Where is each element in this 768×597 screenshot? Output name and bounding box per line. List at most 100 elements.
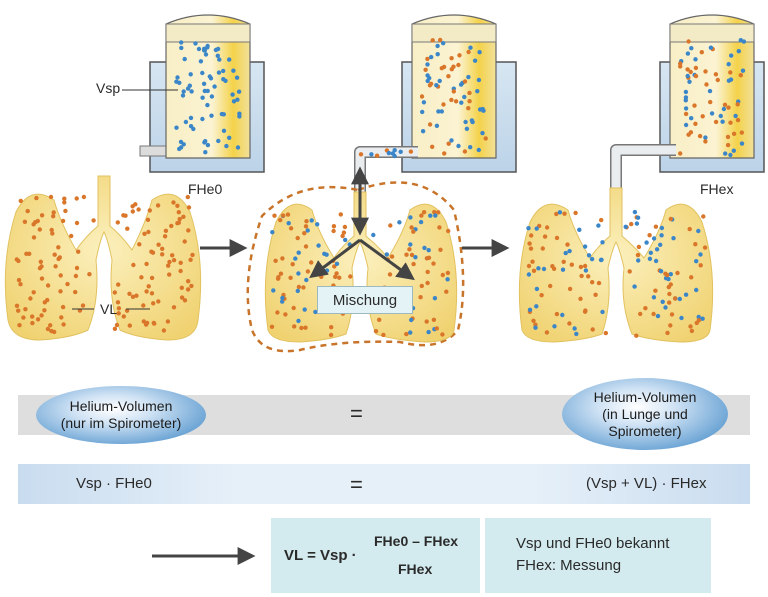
particle-dot — [636, 258, 641, 263]
ellipse-right-text: Helium-Volumen (in Lunge und Spirometer) — [593, 388, 697, 439]
particle-dot — [136, 207, 141, 212]
particle-dot — [147, 208, 152, 213]
particle-dot — [303, 224, 309, 229]
particle-dot — [160, 246, 165, 251]
particle-dot — [188, 72, 193, 77]
formula-numerator: FHe0 – FHex — [374, 533, 459, 549]
particle-dot — [725, 134, 731, 140]
particle-dot — [202, 88, 207, 94]
double-arrow-icon — [309, 166, 415, 281]
particle-dot — [425, 280, 430, 286]
particle-dot — [449, 56, 454, 61]
particle-dot — [337, 275, 342, 280]
particle-dot — [541, 266, 547, 272]
particle-dot — [651, 311, 656, 317]
particle-dot — [65, 281, 70, 287]
particle-dot — [686, 132, 691, 137]
particle-dot — [189, 283, 194, 289]
particle-dot — [647, 256, 653, 261]
particle-dot — [467, 99, 472, 104]
particle-dot — [185, 287, 191, 292]
particle-dot — [590, 327, 595, 332]
particle-dot — [686, 39, 691, 44]
particle-dot — [449, 97, 454, 103]
particle-dot — [578, 296, 583, 301]
particle-dot — [42, 300, 47, 305]
particle-dot — [50, 231, 55, 236]
particle-dot — [432, 296, 438, 301]
particle-dot — [217, 57, 222, 62]
particle-dot — [295, 235, 300, 241]
particle-dot — [463, 119, 468, 125]
particle-dot — [188, 257, 193, 262]
particle-dot — [296, 271, 301, 276]
particle-dot — [583, 308, 588, 313]
particle-dot — [534, 286, 540, 292]
particle-dot — [449, 67, 454, 72]
particle-dot — [319, 274, 324, 279]
particle-dot — [60, 304, 66, 310]
particle-dot — [62, 200, 67, 205]
particle-dot — [115, 300, 121, 305]
particle-dot — [586, 253, 592, 258]
particle-dot — [462, 149, 468, 154]
particle-dot — [629, 221, 634, 227]
particle-dot — [52, 252, 57, 257]
particle-dot — [420, 94, 425, 99]
particle-dot — [331, 224, 337, 229]
particle-dot — [63, 208, 68, 214]
particle-dot — [422, 245, 427, 251]
particle-dot — [738, 73, 743, 78]
lung-icon — [246, 181, 465, 353]
particle-dot — [235, 145, 241, 150]
particle-dot — [343, 237, 348, 243]
particle-dot — [694, 287, 699, 293]
particle-dot — [146, 229, 151, 235]
particle-dot — [599, 217, 604, 223]
particle-dot — [707, 88, 713, 94]
particle-dot — [196, 46, 202, 52]
particle-dot — [430, 144, 435, 149]
particle-dot — [632, 284, 637, 289]
particle-dot — [45, 283, 51, 288]
particle-dot — [116, 282, 121, 287]
particle-dot — [334, 261, 340, 266]
particle-dot — [181, 89, 186, 94]
particle-dot — [227, 57, 232, 62]
particle-dot — [713, 119, 719, 125]
particle-dot — [404, 252, 409, 257]
particle-dot — [137, 242, 142, 247]
particle-dot — [161, 328, 167, 333]
particle-dot — [663, 305, 668, 310]
particle-dot — [182, 56, 187, 62]
particle-dot — [655, 313, 661, 319]
particle-dot — [531, 318, 536, 323]
particle-dot — [438, 247, 443, 252]
particle-dot — [440, 332, 445, 337]
particle-dot — [694, 259, 699, 264]
equals-sign: = — [350, 401, 363, 426]
particle-dot — [275, 310, 280, 315]
particle-dot — [272, 213, 277, 218]
particle-dot — [536, 266, 541, 271]
particle-dot — [539, 293, 544, 298]
particle-dot — [37, 227, 42, 232]
particle-dot — [60, 218, 66, 224]
particle-dot — [569, 262, 574, 267]
particle-dot — [191, 126, 196, 132]
particle-dot — [280, 295, 285, 301]
particle-dot — [723, 151, 728, 156]
particle-dot — [722, 102, 728, 108]
particle-dot — [424, 319, 429, 324]
particle-dot — [427, 75, 432, 81]
particle-dot — [586, 274, 591, 279]
particle-dot — [632, 209, 638, 215]
particle-dot — [526, 263, 532, 269]
particle-dot — [179, 285, 184, 290]
particle-dot — [442, 151, 447, 156]
particle-dot — [483, 136, 488, 141]
particle-dot — [187, 83, 192, 88]
particle-dot — [39, 313, 44, 318]
particle-dot — [451, 89, 456, 94]
particle-dot — [574, 331, 579, 337]
